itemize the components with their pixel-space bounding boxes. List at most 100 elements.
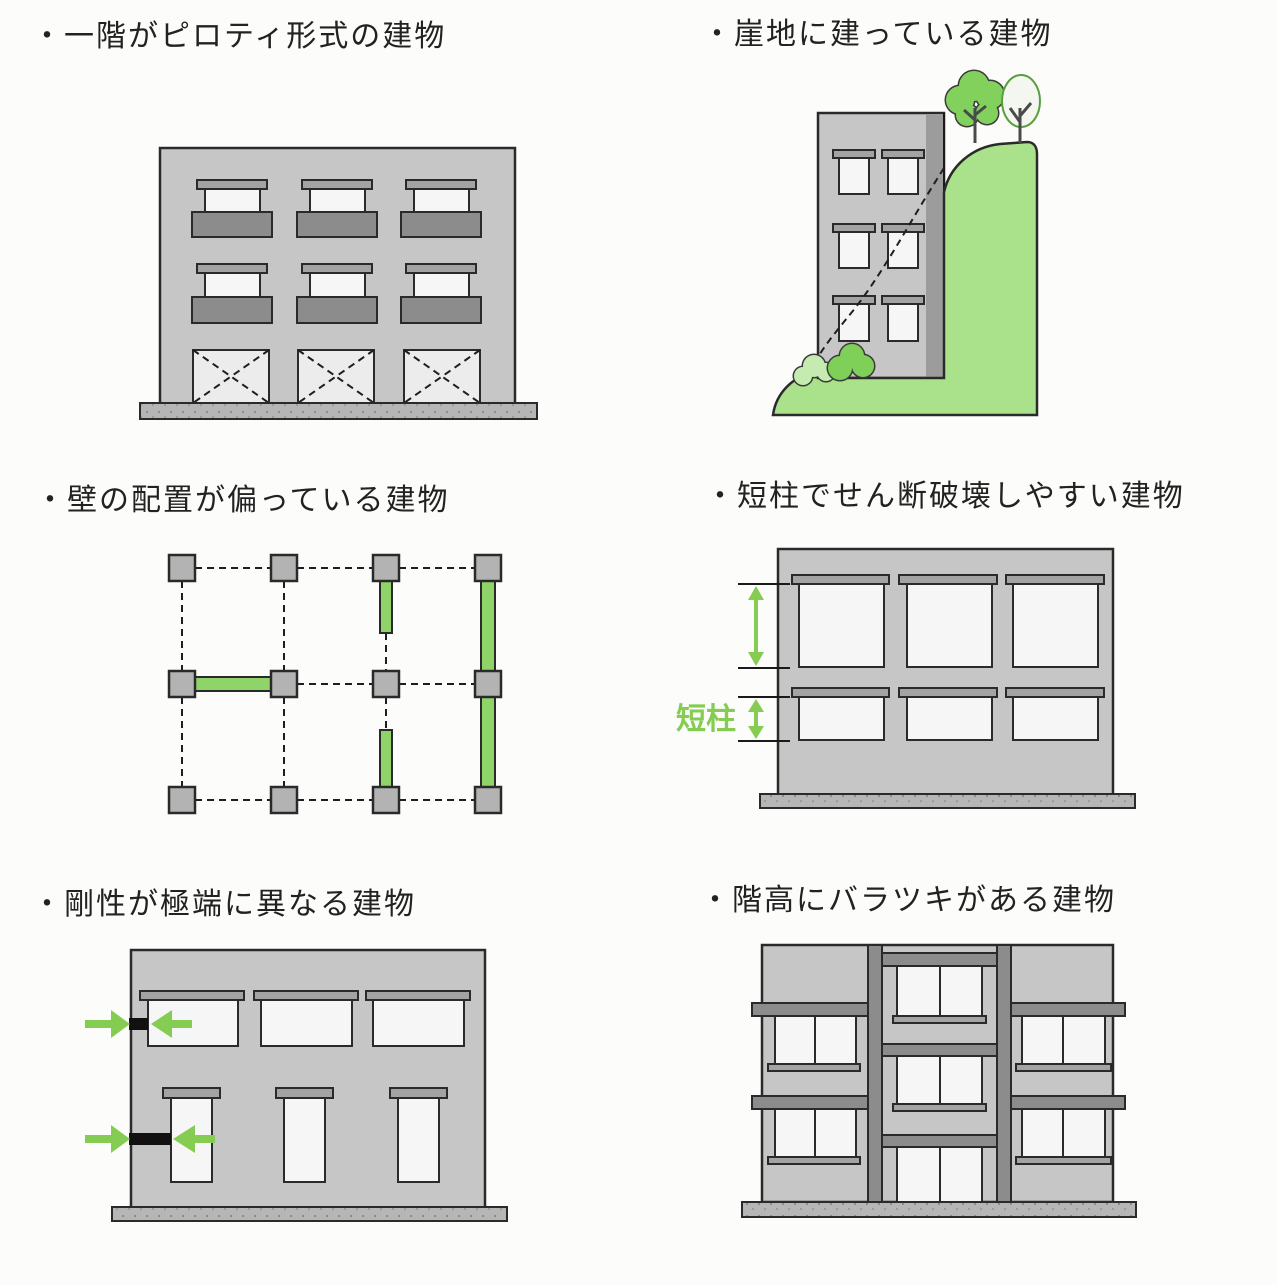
lintel xyxy=(389,1087,448,1099)
tree xyxy=(944,69,1006,143)
window xyxy=(309,188,366,213)
column xyxy=(473,669,503,699)
lintel xyxy=(832,295,876,305)
cliff-building xyxy=(771,69,1041,417)
opening-cross xyxy=(192,349,270,404)
opening-cross xyxy=(403,349,481,404)
force-arrow-left xyxy=(173,1125,215,1153)
lintel xyxy=(196,179,268,190)
window xyxy=(887,303,919,342)
lintel xyxy=(791,574,890,585)
window xyxy=(1012,696,1099,741)
window-sill xyxy=(767,1063,861,1072)
tree xyxy=(1001,74,1041,143)
window-sill xyxy=(1015,1156,1112,1165)
window xyxy=(838,231,870,269)
lintel xyxy=(881,295,925,305)
column xyxy=(269,553,299,583)
window xyxy=(1012,583,1099,668)
window-sill xyxy=(892,1103,987,1112)
bush xyxy=(792,353,837,387)
foundation-slab xyxy=(759,793,1136,809)
tree-branches xyxy=(962,104,987,130)
stiff-wall-section xyxy=(129,1133,171,1145)
column xyxy=(167,669,197,699)
shear-wall xyxy=(379,580,393,634)
window xyxy=(906,583,993,668)
piloti-building xyxy=(139,146,538,420)
foundation-slab xyxy=(111,1206,508,1222)
balcony xyxy=(400,211,482,238)
lintel xyxy=(275,1087,334,1099)
column xyxy=(371,553,401,583)
original-slope-line xyxy=(814,167,945,363)
lintel xyxy=(253,990,359,1001)
window xyxy=(309,272,366,298)
eccentric-walls-title: ・壁の配置が偏っている建物 xyxy=(35,483,450,518)
floor-slab xyxy=(1010,1002,1126,1017)
window-sill xyxy=(1015,1063,1112,1072)
shear-wall xyxy=(194,676,272,692)
window xyxy=(283,1097,326,1183)
column xyxy=(167,553,197,583)
foundation-slab xyxy=(139,402,538,420)
pillar xyxy=(996,944,1012,1203)
normal-column-height-arrow xyxy=(748,586,764,666)
story-height-title: ・階高にバラツキがある建物 xyxy=(700,883,1116,918)
window xyxy=(372,999,465,1047)
floor-slab xyxy=(881,952,998,967)
column xyxy=(269,785,299,815)
bush xyxy=(826,342,876,382)
lintel xyxy=(898,687,998,698)
window xyxy=(204,188,261,213)
piloti-title: ・一階がピロティ形式の建物 xyxy=(32,19,447,54)
window-sill xyxy=(892,1015,987,1024)
lintel xyxy=(301,179,373,190)
lintel xyxy=(301,263,373,274)
short-column-label: 短柱 xyxy=(676,702,736,737)
stiffness-title: ・剛性が極端に異なる建物 xyxy=(32,887,416,922)
force-arrow-right xyxy=(85,1010,130,1038)
force-arrow-left xyxy=(151,1010,192,1038)
lintel xyxy=(162,1087,221,1099)
window-sill xyxy=(767,1156,861,1165)
floor-slab xyxy=(881,1134,998,1148)
lintel xyxy=(791,687,890,698)
shear-wall xyxy=(480,580,496,672)
column xyxy=(371,785,401,815)
floor-slab xyxy=(751,1095,869,1110)
window xyxy=(413,188,470,213)
lintel xyxy=(405,263,477,274)
window xyxy=(887,231,919,269)
force-arrow-right xyxy=(85,1125,130,1153)
pillar xyxy=(867,944,883,1203)
foundation-slab xyxy=(741,1201,1137,1218)
eccentric-wall-plan xyxy=(167,553,503,815)
cliff-title: ・崖地に建っている建物 xyxy=(702,17,1053,52)
shear-wall xyxy=(480,696,496,788)
opening-cross xyxy=(297,349,375,404)
lintel xyxy=(898,574,998,585)
balcony xyxy=(296,211,378,238)
column xyxy=(167,785,197,815)
window xyxy=(204,272,261,298)
cliff-ground xyxy=(771,140,1039,417)
tree-foliage xyxy=(946,71,1004,126)
column xyxy=(473,553,503,583)
window xyxy=(838,157,870,195)
short-column-title: ・短柱でせん断破壊しやすい建物 xyxy=(705,479,1185,514)
column xyxy=(371,669,401,699)
column xyxy=(473,785,503,815)
window xyxy=(887,157,919,195)
balcony xyxy=(191,211,273,238)
lintel xyxy=(1005,687,1105,698)
floor-slab xyxy=(751,1002,869,1017)
lintel xyxy=(405,179,477,190)
window xyxy=(798,583,885,668)
column xyxy=(269,669,299,699)
varying-story-height-building xyxy=(741,943,1137,1218)
tree-trunk xyxy=(1008,102,1033,143)
lintel xyxy=(881,149,925,159)
lintel xyxy=(365,990,471,1001)
